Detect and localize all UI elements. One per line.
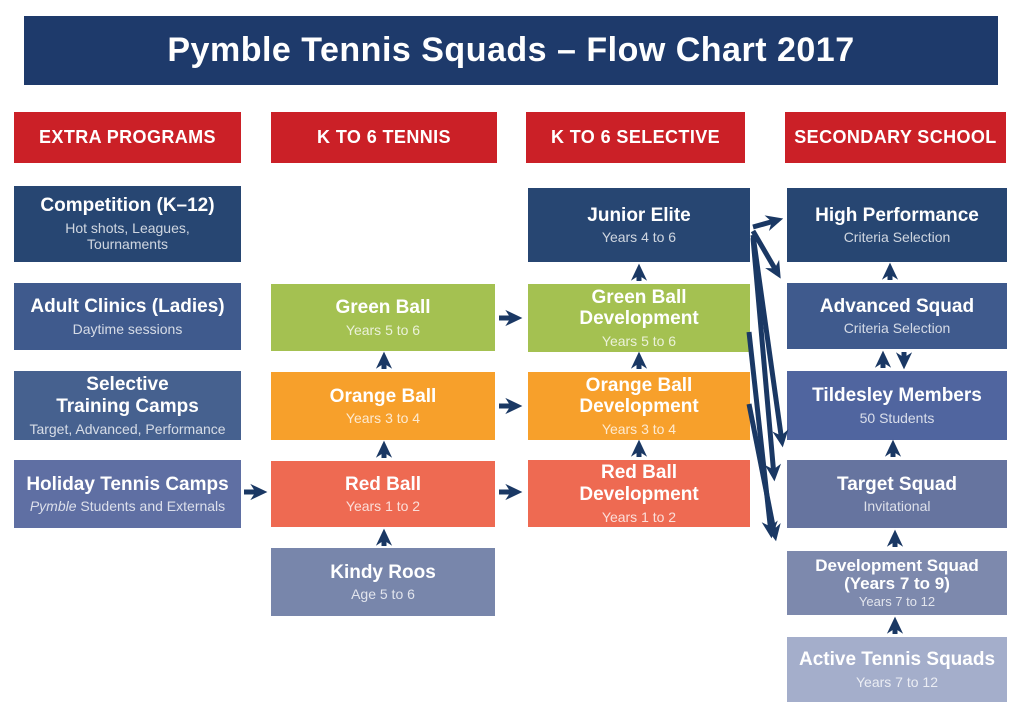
box-subtitle: Years 3 to 4 [345,410,421,427]
box-title: Red Ball [344,473,422,495]
box-holiday-tennis-camps: Holiday Tennis Camps Pymble Students and… [14,460,241,528]
box-title: Development Squad (Years 7 to 9) [815,555,979,593]
column-header-extra-programs: EXTRA PROGRAMS [14,112,241,163]
arrow-orange-dev-to-development-squad [746,403,781,542]
box-subtitle: Years 3 to 4 [601,421,677,438]
box-tildesley-members: Tildesley Members 50 Students [787,371,1007,440]
box-title: Advanced Squad [819,295,975,317]
box-junior-elite: Junior Elite Years 4 to 6 [528,188,750,262]
box-subtitle: Years 1 to 2 [345,498,421,515]
box-green-ball: Green Ball Years 5 to 6 [271,284,495,351]
box-subtitle: Daytime sessions [72,320,183,337]
box-title: Holiday Tennis Camps [26,473,229,495]
column-header-k-to-6-selective: K TO 6 SELECTIVE [526,112,745,163]
subtitle-italic-part: Pymble [29,498,77,515]
box-subtitle: Age 5 to 6 [351,586,415,603]
box-title: Adult Clinics (Ladies) [30,296,225,318]
box-target-squad: Target Squad Invitational [787,460,1007,528]
box-title: Red Ball Development [579,462,699,505]
arrow-junior-elite-to-target-squad [750,234,789,448]
box-subtitle: Criteria Selection [843,320,951,337]
box-subtitle: Years 5 to 6 [345,321,421,338]
box-subtitle: 50 Students [859,409,935,426]
box-adult-clinics: Adult Clinics (Ladies) Daytime sessions [14,283,241,350]
box-competition: Competition (K–12) Hot shots, Leagues, T… [14,186,241,262]
page-title: Pymble Tennis Squads – Flow Chart 2017 [167,31,855,69]
box-subtitle: Target, Advanced, Performance [29,420,226,437]
page-title-bar: Pymble Tennis Squads – Flow Chart 2017 [24,16,998,85]
box-title: Active Tennis Squads [798,649,996,671]
box-advanced-squad: Advanced Squad Criteria Selection [787,283,1007,349]
box-subtitle: Hot shots, Leagues, Tournaments [65,220,190,253]
box-kindy-roos: Kindy Roos Age 5 to 6 [271,548,495,616]
box-title: Orange Ball [329,385,437,407]
box-title: Orange Ball Development [579,374,699,418]
subtitle-rest-part: Students and Externals [76,498,226,515]
box-active-tennis-squads: Active Tennis Squads Years 7 to 12 [787,637,1007,702]
box-subtitle: Criteria Selection [843,229,951,246]
box-green-ball-development: Green Ball Development Years 5 to 6 [528,284,750,352]
box-subtitle: Years 1 to 2 [601,508,677,525]
column-header-secondary-school: SECONDARY SCHOOL [785,112,1006,163]
arrow-green-dev-to-development-squad [746,331,778,539]
column-header-label: K TO 6 TENNIS [317,127,451,147]
box-title: High Performance [815,204,979,226]
column-header-label: SECONDARY SCHOOL [794,127,997,147]
box-title: Tildesley Members [812,385,982,407]
box-subtitle: Invitational [863,498,931,515]
box-subtitle: Years 5 to 6 [601,333,677,350]
box-red-ball-development: Red Ball Development Years 1 to 2 [528,460,750,527]
box-title: Selective Training Camps [56,374,199,417]
box-subtitle: Years 7 to 12 [856,673,938,690]
box-subtitle: Years 4 to 6 [601,229,677,246]
box-title: Kindy Roos [330,561,436,583]
box-title: Competition (K–12) [40,195,215,217]
column-header-label: K TO 6 SELECTIVE [550,127,721,147]
box-high-performance: High Performance Criteria Selection [787,188,1007,262]
box-orange-ball-development: Orange Ball Development Years 3 to 4 [528,372,750,440]
box-title: Target Squad [837,473,957,495]
box-orange-ball: Orange Ball Years 3 to 4 [271,372,495,440]
column-header-k-to-6-tennis: K TO 6 TENNIS [271,112,497,163]
box-subtitle: Pymble Students and Externals [30,498,225,514]
box-subtitle: Years 7 to 12 [858,594,936,610]
arrow-junior-elite-to-target-squad-2 [750,237,782,482]
arrow-junior-elite-to-advanced-squad [750,229,781,279]
box-red-ball: Red Ball Years 1 to 2 [271,461,495,527]
box-development-squad: Development Squad (Years 7 to 9) Years 7… [787,551,1007,615]
column-header-label: EXTRA PROGRAMS [39,127,216,147]
arrow-junior-elite-to-high-performance [752,215,784,231]
box-title: Junior Elite [587,204,691,226]
box-title: Green Ball [335,297,431,319]
box-selective-training-camps: Selective Training Camps Target, Advance… [14,371,241,440]
box-title: Green Ball Development [579,286,699,330]
